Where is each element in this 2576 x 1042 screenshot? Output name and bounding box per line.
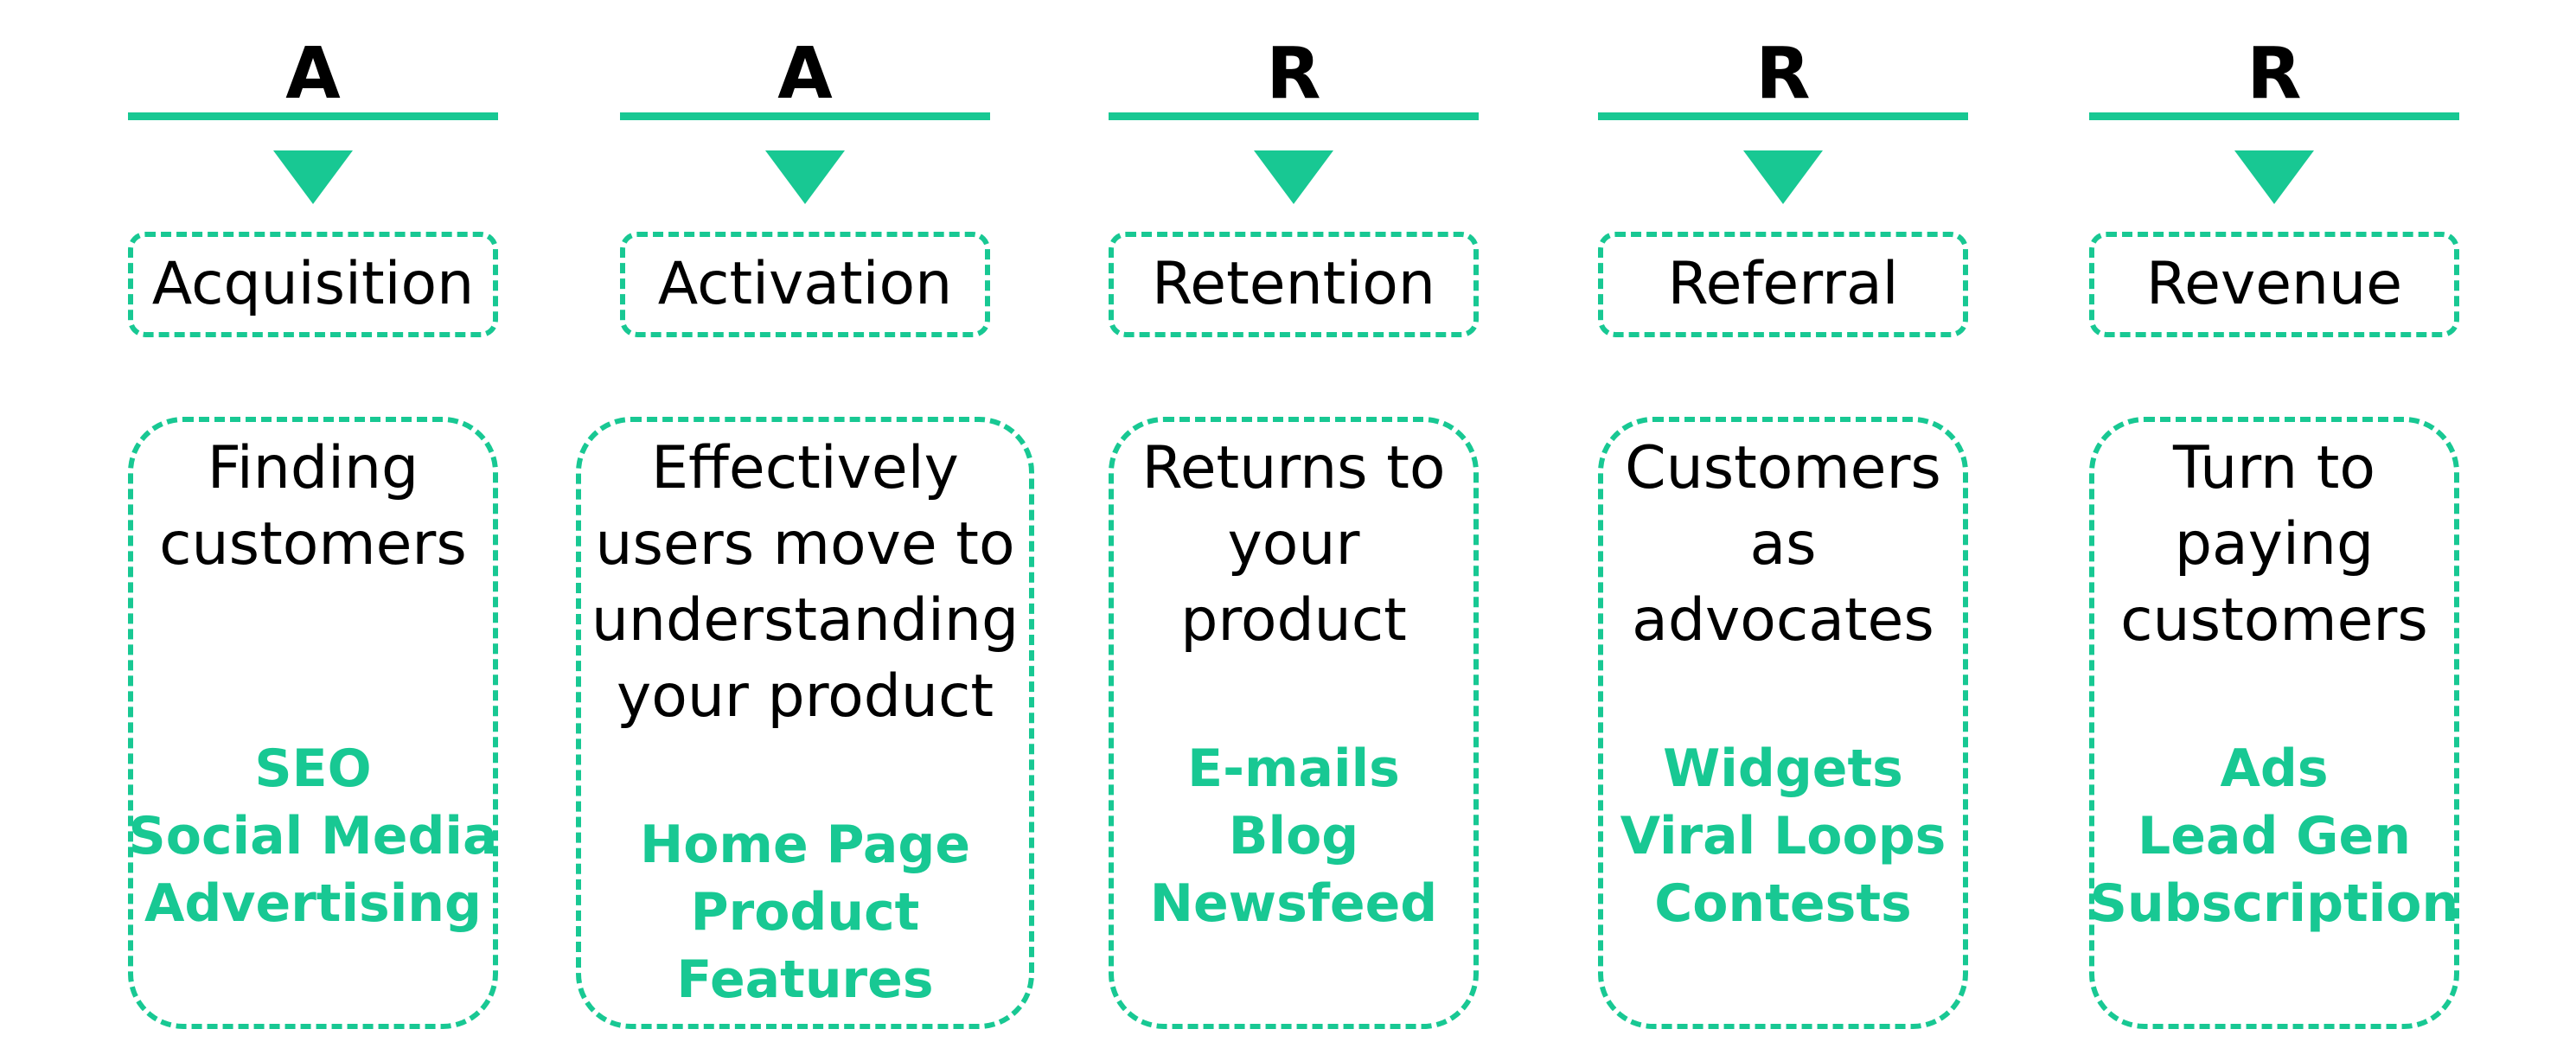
stage-channels: Home Page Product Features [576, 811, 1034, 1013]
down-arrow-icon [1743, 150, 1823, 204]
channel-item: Home Page [639, 815, 971, 875]
channel-item: Features [676, 949, 934, 1010]
stage-acquisition: A Acquisition Finding customers SEO Soci… [128, 0, 498, 1042]
description-line: paying [2174, 510, 2375, 579]
stage-name-box: Revenue [2089, 232, 2459, 337]
stage-letter: A [777, 33, 833, 115]
stage-description: Effectively users move to understanding … [576, 431, 1034, 735]
stage-divider [1109, 112, 1479, 120]
stage-channels: E-mails Blog Newsfeed [1109, 735, 1479, 937]
stage-card [2089, 417, 2459, 1029]
channel-item: Widgets [1663, 738, 1903, 799]
down-arrow-icon [273, 150, 353, 204]
stage-name: Activation [657, 250, 953, 318]
stage-description: Returns to your product [1109, 431, 1479, 659]
channel-item: Contests [1654, 873, 1912, 934]
stage-retention: R Retention Returns to your product E-ma… [1109, 0, 1479, 1042]
stage-card [1598, 417, 1968, 1029]
stage-name-box: Acquisition [128, 232, 498, 337]
channel-item: Ads [2220, 738, 2329, 799]
channel-item: Product [690, 882, 920, 943]
stage-activation: A Activation Effectively users move to u… [576, 0, 1034, 1042]
stage-letter: A [285, 33, 341, 115]
stage-divider [128, 112, 498, 120]
description-line: customers [159, 510, 467, 579]
stage-letter: R [2247, 33, 2302, 115]
description-line: Turn to [2172, 434, 2376, 502]
stage-divider [2089, 112, 2459, 120]
description-line: Finding [207, 434, 419, 502]
description-line: understanding [591, 586, 1020, 655]
stage-name: Revenue [2145, 250, 2403, 318]
stage-description: Finding customers [128, 431, 498, 583]
stage-name: Retention [1152, 250, 1435, 318]
stage-referral: R Referral Customers as advocates Widget… [1598, 0, 1968, 1042]
down-arrow-icon [2234, 150, 2314, 204]
channel-item: Social Media [128, 806, 498, 866]
description-line: as [1749, 510, 1817, 579]
down-arrow-icon [1254, 150, 1333, 204]
stage-name-box: Retention [1109, 232, 1479, 337]
stage-channels: Widgets Viral Loops Contests [1598, 735, 1968, 937]
stage-divider [620, 112, 990, 120]
down-arrow-icon [765, 150, 845, 204]
stage-revenue: R Revenue Turn to paying customers Ads L… [2089, 0, 2459, 1042]
stage-name-box: Activation [620, 232, 990, 337]
description-line: your [1227, 510, 1360, 579]
description-line: your product [616, 662, 994, 731]
description-line: product [1180, 586, 1407, 655]
stage-card [576, 417, 1034, 1029]
stage-letter: R [1266, 33, 1321, 115]
channel-item: SEO [254, 738, 372, 799]
channel-item: Blog [1228, 806, 1359, 866]
channel-item: Advertising [144, 873, 482, 934]
stage-name: Acquisition [151, 250, 475, 318]
stage-card [1109, 417, 1479, 1029]
stage-description: Customers as advocates [1598, 431, 1968, 659]
description-line: Effectively [651, 434, 959, 502]
stage-channels: SEO Social Media Advertising [128, 735, 498, 937]
channel-item: E-mails [1187, 738, 1400, 799]
description-line: Returns to [1141, 434, 1446, 502]
description-line: users move to [595, 510, 1015, 579]
channel-item: Subscription [2089, 873, 2459, 934]
description-line: advocates [1632, 586, 1934, 655]
channel-item: Newsfeed [1149, 873, 1438, 934]
channel-item: Lead Gen [2138, 806, 2411, 866]
stage-letter: R [1755, 33, 1811, 115]
stage-name: Referral [1667, 250, 1899, 318]
stage-divider [1598, 112, 1968, 120]
stage-description: Turn to paying customers [2089, 431, 2459, 659]
channel-item: Viral Loops [1620, 806, 1946, 866]
description-line: customers [2120, 586, 2428, 655]
stage-card [128, 417, 498, 1029]
description-line: Customers [1625, 434, 1941, 502]
stage-channels: Ads Lead Gen Subscription [2089, 735, 2459, 937]
stage-name-box: Referral [1598, 232, 1968, 337]
